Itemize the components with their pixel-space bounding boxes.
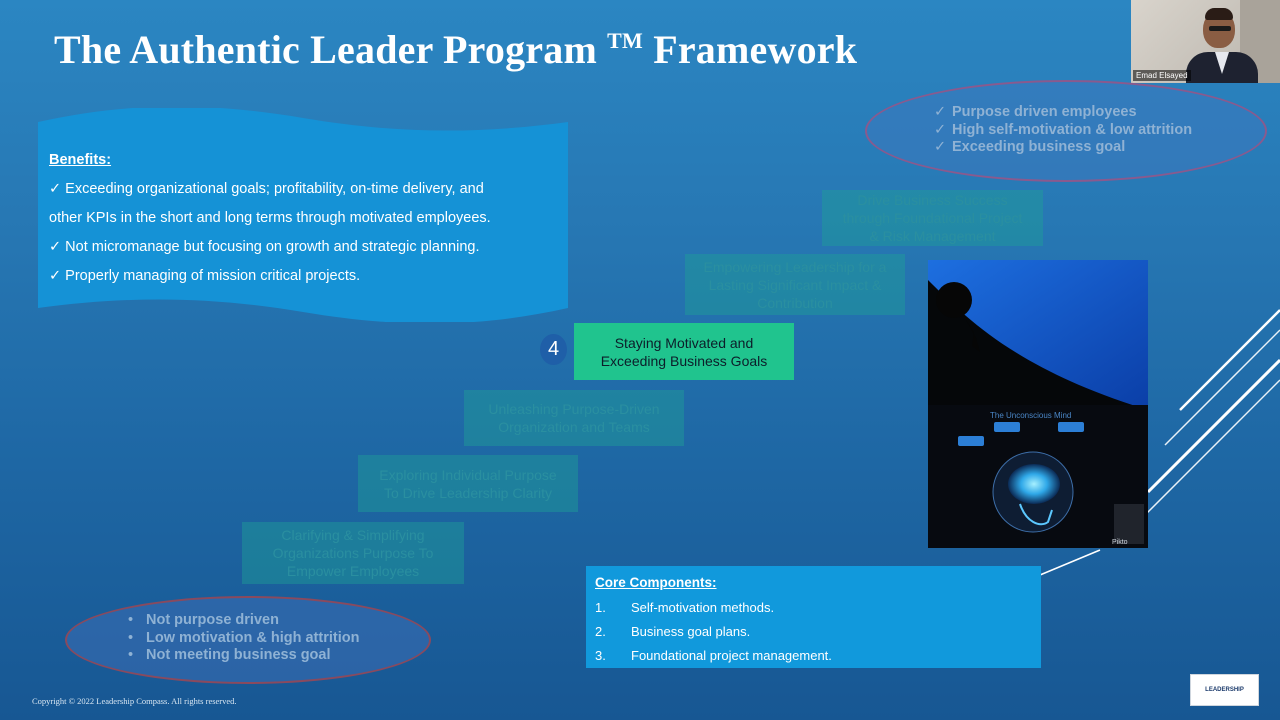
image-illustration: The Unconscious Mind Pikto bbox=[928, 260, 1148, 548]
logo-text: LEADERSHIP bbox=[1205, 687, 1244, 693]
bullet-icon: • bbox=[128, 629, 134, 646]
person-hair bbox=[1205, 8, 1233, 20]
title-suffix: Framework bbox=[653, 27, 858, 72]
core-components-heading: Core Components: bbox=[595, 575, 717, 590]
core-components-box: Core Components: 1.Self-motivation metho… bbox=[586, 566, 1041, 668]
negative-outcomes-list: •Not purpose driven •Low motivation & hi… bbox=[128, 612, 359, 665]
slide-title: The Authentic Leader Program TM Framewor… bbox=[54, 26, 857, 73]
sisyphus-brain-image: The Unconscious Mind Pikto bbox=[928, 260, 1148, 548]
participant-video-thumbnail[interactable]: Emad Elsayed bbox=[1131, 0, 1280, 83]
image-brand-mark: Pikto bbox=[1112, 539, 1128, 546]
negative-outcome-item: •Not purpose driven bbox=[128, 612, 279, 628]
positive-outcome-item: ✓Purpose driven employees bbox=[934, 104, 1137, 120]
benefit-line: ✓ Not micromanage but focusing on growth… bbox=[49, 239, 480, 255]
check-icon: ✓ bbox=[934, 139, 947, 155]
participant-name-label: Emad Elsayed bbox=[1133, 70, 1191, 81]
positive-outcome-item: ✓Exceeding business goal bbox=[934, 139, 1126, 155]
leadership-compass-logo: LEADERSHIP bbox=[1190, 674, 1259, 706]
check-icon: ✓ bbox=[934, 121, 947, 138]
benefit-line: ✓ Exceeding organizational goals; profit… bbox=[49, 181, 484, 197]
core-component-item: 2.Business goal plans. bbox=[595, 624, 751, 639]
positive-outcome-item: ✓High self-motivation & low attrition bbox=[934, 121, 1193, 138]
benefits-heading: Benefits: bbox=[49, 152, 112, 168]
image-caption: The Unconscious Mind bbox=[990, 411, 1071, 420]
negative-outcome-item: •Not meeting business goal bbox=[128, 647, 331, 663]
trademark-mark: TM bbox=[607, 28, 644, 53]
decorative-diagonal-lines bbox=[1040, 309, 1280, 576]
core-component-item: 3.Foundational project management. bbox=[595, 648, 832, 663]
person-glasses bbox=[1209, 26, 1231, 31]
benefits-text: Benefits: ✓ Exceeding organizational goa… bbox=[49, 146, 559, 291]
negative-outcomes-ellipse bbox=[65, 596, 431, 684]
benefits-banner-shape bbox=[38, 108, 568, 322]
bullet-icon: • bbox=[128, 612, 134, 628]
benefit-line: other KPIs in the short and long terms t… bbox=[49, 210, 491, 226]
core-component-item: 1.Self-motivation methods. bbox=[595, 600, 775, 615]
bullet-icon: • bbox=[128, 647, 134, 663]
positive-outcomes-list: ✓Purpose driven employees ✓High self-mot… bbox=[934, 104, 1192, 157]
positive-outcomes-ellipse bbox=[865, 80, 1267, 182]
title-text: The Authentic Leader Program bbox=[54, 27, 597, 72]
check-icon: ✓ bbox=[934, 104, 947, 120]
copyright-notice: Copyright © 2022 Leadership Compass. All… bbox=[32, 696, 237, 706]
benefit-line: ✓ Properly managing of mission critical … bbox=[49, 268, 361, 284]
negative-outcome-item: •Low motivation & high attrition bbox=[128, 629, 360, 646]
step-number-badge: 4 bbox=[540, 334, 567, 365]
